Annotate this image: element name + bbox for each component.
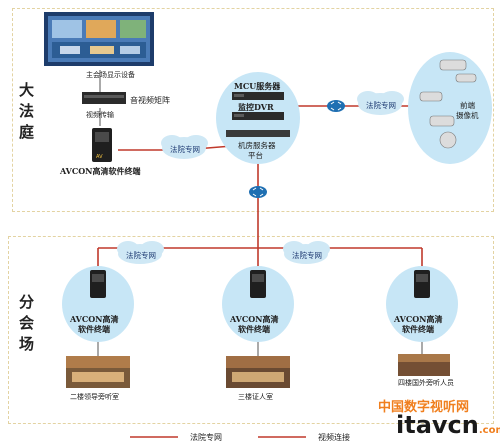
main-display-label: 主会场显示设备 (86, 71, 135, 79)
site1-room-label: 二楼领导旁听室 (70, 393, 119, 401)
bottom-left-cloud-label: 法院专网 (126, 251, 156, 260)
server-room-label-2: 平台 (248, 151, 263, 160)
camera-icons (419, 59, 477, 149)
mcu-server-device (226, 92, 290, 137)
legend-court-network-label: 法院专网 (190, 433, 222, 442)
site1-room-photo (66, 356, 130, 388)
site2-terminal-device (250, 270, 266, 298)
bottom-left-cloud-shape (117, 241, 164, 264)
watermark-brand: itavcn.com (396, 412, 500, 444)
grand-court-label: 大法庭 (17, 82, 35, 145)
site2-room-label: 三楼证人室 (238, 393, 273, 401)
site3-room-photo (398, 354, 450, 376)
svg-text:AV: AV (96, 154, 103, 160)
top-terminal-device: AV (92, 128, 112, 162)
bottom-right-cloud-label: 法院专网 (292, 251, 322, 260)
bottom-right-cloud-shape (283, 241, 330, 264)
site2-room-photo (226, 356, 290, 388)
branch-venue-label: 分会场 (17, 294, 35, 357)
site2-bubble (222, 266, 294, 342)
branch-venue-zone (8, 236, 494, 424)
video-transfer-label: 视频传输 (86, 111, 114, 119)
top-right-cloud-label: 法院专网 (366, 101, 396, 110)
core-router-icon (249, 186, 267, 198)
site3-terminal-device (414, 270, 430, 298)
site1-terminal-label-2: 软件终端 (78, 324, 110, 334)
legend-video-link-label: 视频连接 (318, 433, 350, 442)
site1-bubble (62, 266, 134, 342)
camera-label-1: 前端 (460, 101, 475, 110)
dvr-label: 监控DVR (238, 102, 274, 112)
watermark-brand-suffix: .com (478, 425, 500, 436)
grand-court-zone (12, 8, 494, 212)
mcu-server-label: MCU服务器 (234, 81, 281, 91)
camera-label-2: 摄像机 (456, 111, 479, 120)
site2-terminal-label-2: 软件终端 (238, 324, 270, 334)
top-left-cloud-shape (161, 135, 208, 159)
top-router-icon (327, 100, 345, 112)
site2-terminal-label-1: AVCON高清 (230, 314, 279, 324)
site3-terminal-label-1: AVCON高清 (394, 314, 443, 324)
top-left-cloud-label: 法院专网 (170, 145, 200, 154)
top-right-cloud-shape (357, 91, 404, 115)
main-display-device (44, 12, 154, 66)
watermark-site-name: 中国数字视听网 (378, 400, 470, 415)
av-matrix-label: 音视频矩阵 (130, 96, 170, 105)
site3-terminal-label-2: 软件终端 (402, 324, 434, 334)
site1-terminal-label-1: AVCON高清 (70, 314, 119, 324)
server-room-label-1: 机房服务器 (238, 141, 276, 150)
site3-bubble (386, 266, 458, 342)
watermark-brand-text: itavcn (396, 411, 479, 439)
site3-room-label: 四楼国外旁听人员 (398, 379, 454, 387)
site1-terminal-device (90, 270, 106, 298)
av-matrix-device (82, 92, 126, 104)
top-terminal-label: AVCON高清软件终端 (60, 166, 141, 176)
